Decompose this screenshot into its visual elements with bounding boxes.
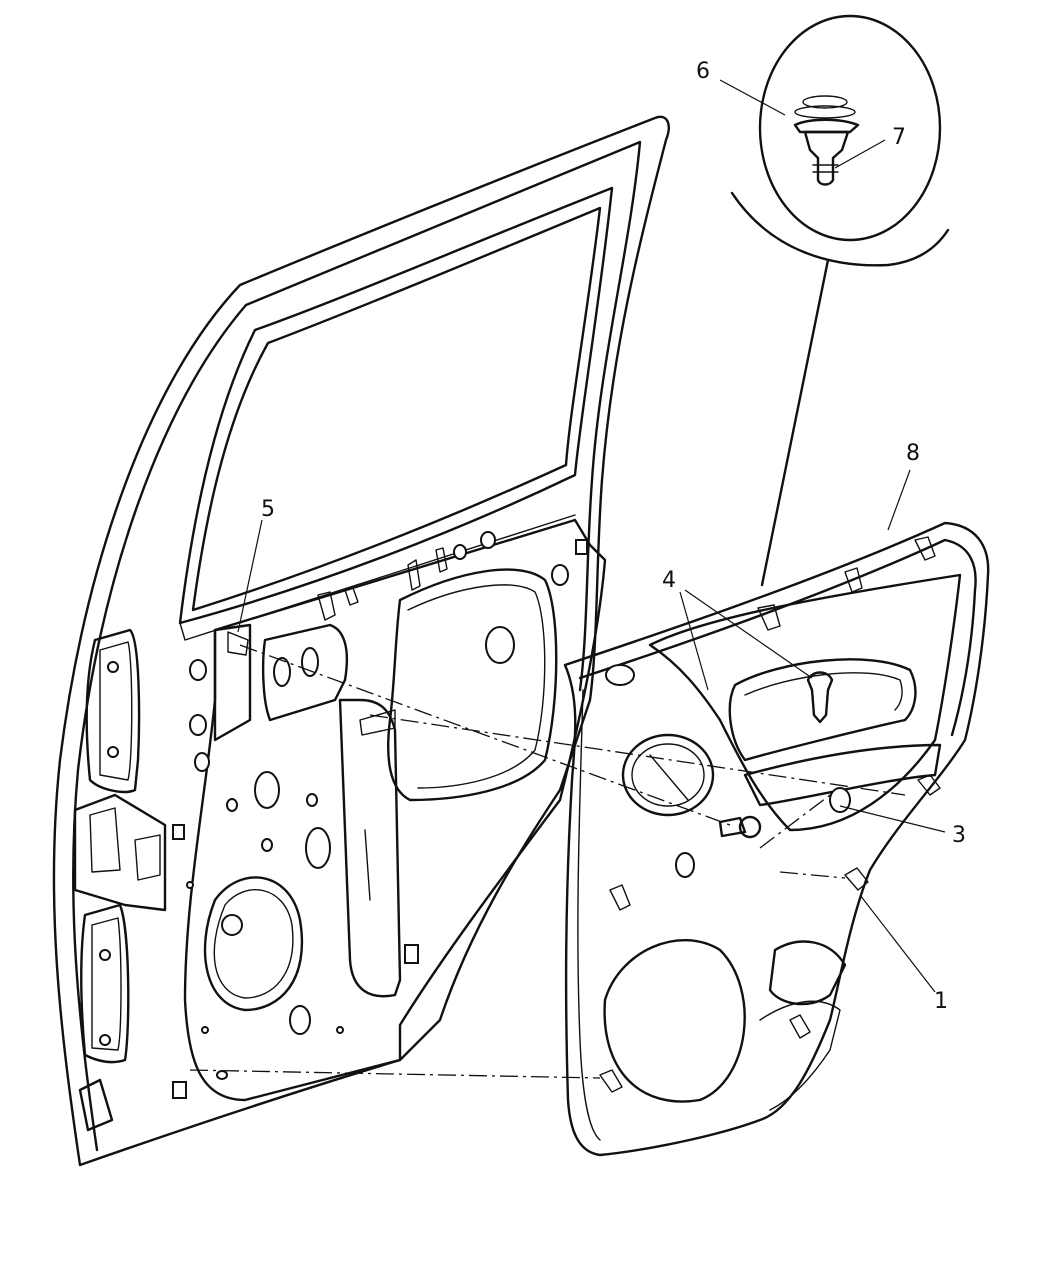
door-trim-panel [563,521,990,1157]
callout-3: 3 [952,823,966,848]
callout-5: 5 [261,497,275,522]
callout-leaders [237,79,946,993]
door-shell [52,115,670,1167]
callout-1: 1 [934,989,948,1014]
callout-labels: 1 3 4 5 6 7 8 [261,59,966,1014]
clip-detail-bubble [730,14,950,587]
push-pin-fasteners [718,671,834,839]
callout-6: 6 [696,59,710,84]
assembly-projection-lines [189,644,906,1079]
callout-4: 4 [662,568,676,593]
callout-8: 8 [906,441,920,466]
callout-7: 7 [892,125,906,150]
